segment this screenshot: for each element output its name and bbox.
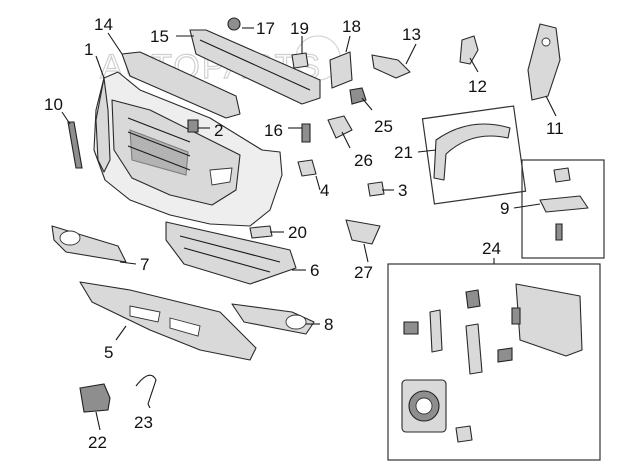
leader-lines [61, 27, 557, 431]
callout-7: 7 [140, 255, 149, 274]
callout-9: 9 [500, 199, 509, 218]
part-11-bracket[interactable] [527, 23, 561, 101]
callout-16: 16 [264, 121, 283, 140]
part-14-bracket[interactable] [121, 51, 241, 119]
part-23-wire-harness[interactable] [135, 374, 157, 405]
callout-14: 14 [94, 15, 113, 34]
part-16-bolt[interactable] [301, 123, 311, 143]
part-10-trim-strip[interactable] [67, 121, 83, 169]
callout-27: 27 [354, 263, 373, 282]
part-26-sensor-holder[interactable] [327, 115, 353, 139]
callout-25: 25 [374, 117, 393, 136]
part-6-lower-grille[interactable] [165, 221, 297, 285]
part-13-bracket[interactable] [371, 54, 411, 79]
callout-26: 26 [354, 151, 373, 170]
callout-10: 10 [44, 95, 63, 114]
part-21-wheel-arch[interactable] [433, 123, 511, 181]
callout-20: 20 [288, 223, 307, 242]
part-20-clip[interactable] [249, 225, 273, 239]
callout-2: 2 [214, 121, 223, 140]
callout-23: 23 [134, 413, 153, 432]
callout-24: 24 [482, 239, 501, 258]
callout-22: 22 [88, 433, 107, 452]
callout-15: 15 [150, 27, 169, 46]
part-9-kit-box [521, 159, 605, 259]
part-19-clip[interactable] [291, 52, 309, 69]
callout-1: 1 [84, 40, 93, 59]
callout-6: 6 [310, 261, 319, 280]
callout-5: 5 [104, 343, 113, 362]
part-27-clip[interactable] [345, 219, 381, 245]
part-4-clip[interactable] [297, 159, 317, 177]
part-9-bracket[interactable] [539, 167, 589, 241]
part-22-sensor[interactable] [79, 383, 111, 413]
callout-labels: 14 1 15 17 19 18 13 12 11 10 2 16 25 26 … [44, 15, 564, 452]
callout-12: 12 [468, 77, 487, 96]
callout-11: 11 [546, 119, 564, 138]
callout-21: 21 [394, 143, 413, 162]
callout-8: 8 [324, 315, 333, 334]
part-5-lower-valance[interactable] [79, 281, 257, 361]
callout-13: 13 [402, 25, 421, 44]
part-12-cover[interactable] [459, 35, 479, 65]
part-2-bolt[interactable] [187, 119, 199, 133]
part-24-components[interactable] [401, 283, 583, 443]
callout-18: 18 [342, 17, 361, 36]
part-7-fog-trim-left[interactable] [51, 225, 127, 263]
callout-17: 17 [256, 19, 275, 38]
part-17-clip[interactable] [227, 17, 241, 31]
part-15-impact-bar[interactable] [189, 29, 321, 105]
callout-3: 3 [398, 181, 407, 200]
part-18-bracket[interactable] [329, 51, 353, 89]
callout-19: 19 [290, 19, 309, 38]
part-1-bumper-cover[interactable] [93, 71, 283, 227]
part-25-sensor[interactable] [349, 87, 367, 105]
part-3-screw[interactable] [367, 181, 385, 197]
callout-4: 4 [320, 181, 329, 200]
part-8-fog-trim-right[interactable] [231, 303, 315, 335]
